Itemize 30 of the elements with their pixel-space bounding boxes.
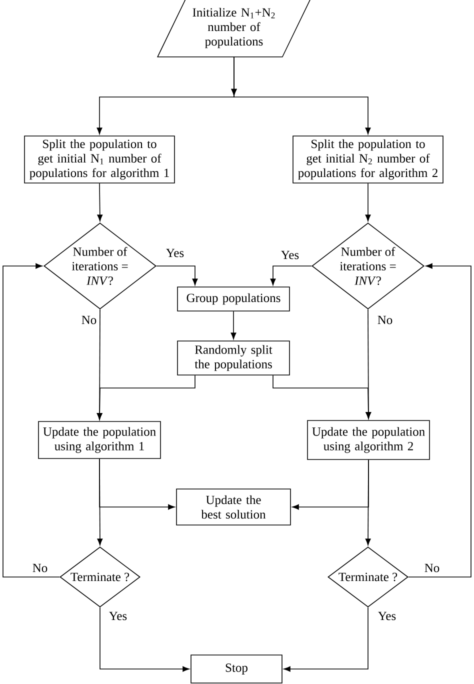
arrow [270,266,312,286]
edge-label: No [376,314,394,326]
edge-label: No [423,562,441,574]
process-box: Update the population using algorithm 2 [307,420,430,460]
process-box: Update the population using algorithm 1 [38,421,161,459]
process-box: Group populations [177,286,290,312]
arrow [272,375,372,419]
process-box: Split the population to get initial N$_{1}$ number of populations for algorithm 1 [24,136,175,184]
arrow [230,311,236,340]
arrow [100,607,190,672]
edge-label: Yes [108,610,128,622]
edge-label: Yes [376,610,398,622]
edge-label: Yes [164,248,186,258]
process-box: Split the population to get initial N$_{2}$ number of populations for algorithm 2 [292,136,444,184]
edge-label: No [80,314,98,326]
process-box: Update the best solution [176,488,291,526]
arrow [408,263,472,578]
arrow [2,263,60,578]
arrow [156,266,198,286]
edge-label: No [31,562,49,574]
arrow [97,183,103,222]
process-box: Randomly split the populations [177,340,290,376]
arrow [97,458,103,546]
arrow [96,375,196,420]
arrow [365,460,371,546]
edge-label: Yes [280,250,300,260]
arrow [231,56,371,134]
terminal-box: Stop [190,654,282,684]
arrow [284,607,368,672]
arrow [365,183,371,222]
